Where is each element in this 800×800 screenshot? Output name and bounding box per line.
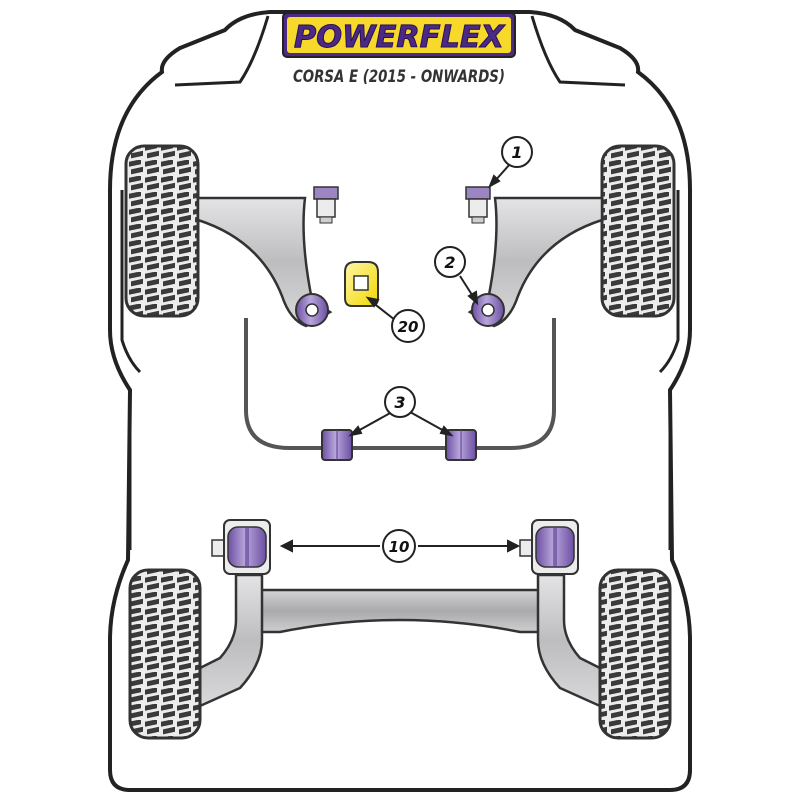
tyre-icon: [124, 144, 200, 318]
car-body-inner-line: [658, 190, 680, 374]
tyre-icon: [128, 568, 202, 740]
rear-right-beam-bushing: [519, 519, 579, 575]
front-left-arm-rear-bushing: [295, 293, 329, 327]
front-right-tyre: [600, 144, 676, 318]
brand-logo: POWERFLEX: [282, 12, 516, 58]
anti-roll-bar-bushing-right: [445, 429, 477, 461]
rear-left-beam-bushing: [211, 519, 271, 575]
logo-text: POWERFLEX: [294, 20, 506, 55]
callout-label: 3: [394, 393, 405, 412]
callout-label: 20: [398, 318, 419, 336]
callout-label: 10: [389, 538, 410, 556]
callout-label: 2: [444, 253, 455, 272]
front-left-lower-arm: [196, 196, 333, 328]
front-left-arm-front-bushing: [313, 186, 339, 224]
front-left-tyre: [124, 144, 200, 318]
callout-10: 10: [382, 529, 416, 563]
callout-3: 3: [384, 386, 416, 418]
front-right-arm-rear-bushing: [471, 293, 505, 327]
car-body-inner-line: [120, 190, 142, 374]
tyre-icon: [598, 568, 672, 740]
callout-1: 1: [501, 136, 533, 168]
front-right-arm-front-bushing: [465, 186, 491, 224]
rear-left-tyre: [128, 568, 202, 740]
callout-20: 20: [391, 309, 425, 343]
engine-mount-icon: [344, 261, 379, 307]
car-body-inner-line: [174, 15, 270, 87]
model-subtitle: CORSA E (2015 - ONWARDS): [293, 67, 505, 87]
anti-roll-bar-bushing-left: [321, 429, 353, 461]
callout-2: 2: [434, 246, 466, 278]
rear-right-tyre: [598, 568, 672, 740]
callout-arrows: [279, 163, 521, 553]
car-body-inner-line: [530, 15, 626, 87]
rear-beam-axle: [252, 588, 548, 634]
tyre-icon: [600, 144, 676, 318]
callout-label: 1: [511, 143, 522, 162]
front-right-lower-arm: [467, 196, 604, 328]
anti-roll-bar: [244, 318, 556, 450]
